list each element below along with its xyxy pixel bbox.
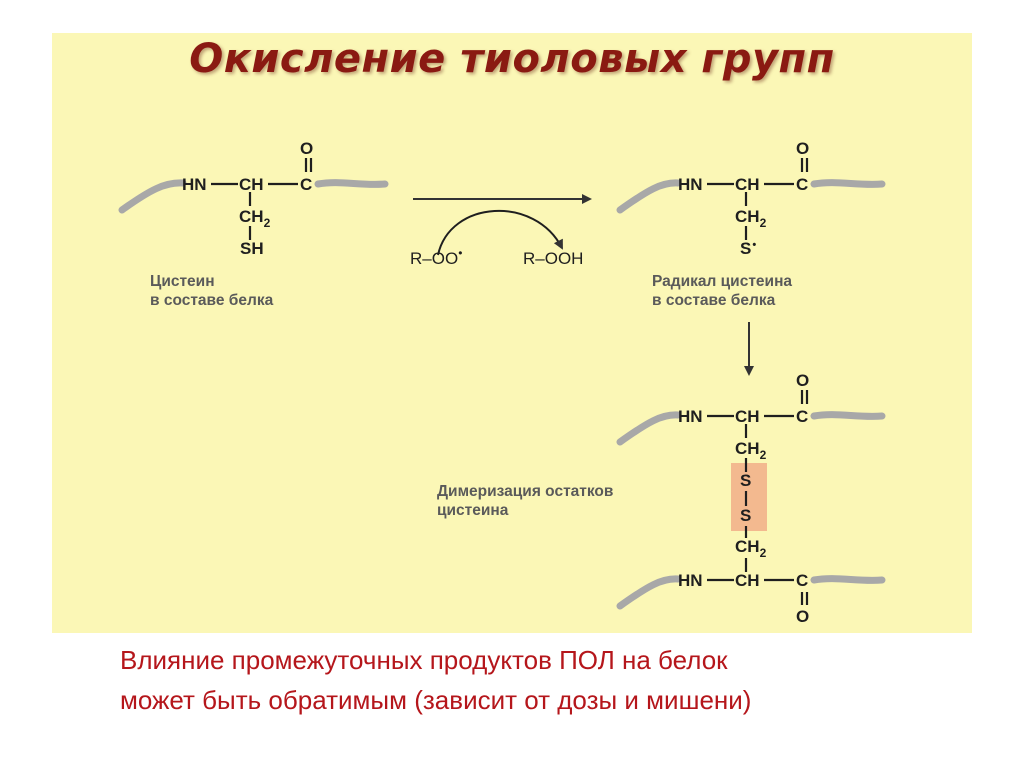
ch-atom: CH (735, 407, 760, 426)
ch2-atom: CH2 (735, 207, 767, 230)
s-radical: S• (740, 239, 756, 258)
protein-chain-right (810, 575, 886, 584)
c-atom: C (796, 407, 808, 426)
radical-label-line2: в составе белка (652, 292, 776, 309)
o-atom: O (300, 139, 313, 158)
o-atom: O (796, 371, 809, 390)
protein-chain-right (810, 411, 886, 420)
hn-atom: HN (678, 175, 703, 194)
curved-arrow (437, 209, 563, 256)
hn-atom: HN (678, 571, 703, 590)
ch-atom: CH (735, 571, 760, 590)
hn-atom: HN (182, 175, 207, 194)
reagent-roo: R–OO• (410, 246, 462, 268)
slide-title: Окисление тиоловых групп (189, 36, 835, 82)
hn-atom: HN (678, 407, 703, 426)
protein-chain-left (616, 179, 682, 214)
protein-chain-right (314, 179, 389, 188)
c-atom: C (796, 175, 808, 194)
c-atom: C (300, 175, 312, 194)
sh-group: SH (240, 239, 264, 258)
disulfide-highlight (731, 463, 767, 531)
ch-atom: CH (239, 175, 264, 194)
dimer-label-line1: Димеризация остатков (437, 483, 613, 500)
ch2-atom: CH2 (239, 207, 271, 230)
diagram-panel (52, 33, 972, 633)
cysteine-label-line1: Цистеин (150, 273, 215, 290)
caption-line1: Влияние промежуточных продуктов ПОЛ на б… (120, 645, 728, 675)
cysteine-label-line2: в составе белка (150, 292, 274, 309)
o-atom: O (796, 607, 809, 626)
protein-chain-left (118, 179, 187, 214)
caption-line2: может быть обратимым (зависит от дозы и … (120, 685, 752, 715)
dimer-label-line2: цистеина (437, 502, 509, 519)
s-atom: S (740, 506, 751, 525)
s-atom: S (740, 471, 751, 490)
cysteine-radical-molecule: HN CH C O CH2 S• (616, 139, 886, 258)
protein-chain-left (616, 575, 682, 610)
product-rooh: R–OOH (523, 249, 583, 268)
ch2-atom: CH2 (735, 439, 767, 462)
ch2-atom: CH2 (735, 537, 767, 560)
o-atom: O (796, 139, 809, 158)
ch-atom: CH (735, 175, 760, 194)
radical-label-line1: Радикал цистеина (652, 273, 792, 290)
c-atom: C (796, 571, 808, 590)
protein-chain-left (616, 411, 682, 446)
cysteine-molecule: HN CH C O CH2 SH (118, 139, 389, 258)
protein-chain-right (810, 179, 886, 188)
slide-caption: Влияние промежуточных продуктов ПОЛ на б… (120, 640, 1000, 720)
cystine-dimer-molecule: HN CH C O CH2 S S CH2 HN CH C O (616, 371, 886, 626)
